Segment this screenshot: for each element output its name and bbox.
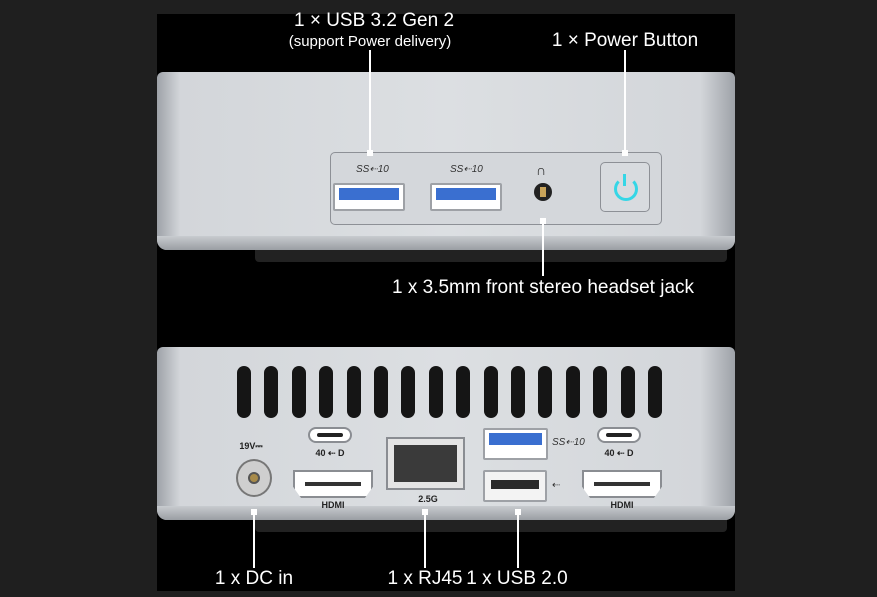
callout-headset-jack: 1 x 3.5mm front stereo headset jack xyxy=(391,277,695,298)
usb-3-2-port xyxy=(430,183,502,211)
vent-slot xyxy=(428,366,443,418)
hdmi-label-left: HDMI xyxy=(321,500,345,510)
vent-slot xyxy=(346,366,361,418)
usb-icon: ⇠ xyxy=(552,480,561,491)
vent-slot xyxy=(237,366,251,418)
usb-3-2-port-rear xyxy=(483,428,548,460)
vent-slot xyxy=(264,366,279,418)
callout-power: 1 × Power Button xyxy=(551,30,699,51)
usb-c-port-left xyxy=(308,427,352,443)
vent-slot xyxy=(565,366,580,418)
hdmi-label-right: HDMI xyxy=(610,500,634,510)
usb-ss-mark: SS⇠10 xyxy=(356,164,389,175)
vent-slot xyxy=(648,366,662,418)
usb-c-port-right xyxy=(597,427,641,443)
vent-slot xyxy=(511,366,525,418)
dc-in-jack xyxy=(236,459,272,497)
vent-slot xyxy=(374,366,388,418)
dc-voltage-mark: 19V⎓ xyxy=(239,441,263,451)
hdmi-port-right xyxy=(582,470,662,498)
usb-ss-mark: SS⇠10 xyxy=(450,164,483,175)
hdmi-port-left xyxy=(293,470,373,498)
vent-slot xyxy=(620,366,635,418)
callout-dc-in: 1 x DC in xyxy=(214,568,294,589)
vent-slot xyxy=(319,366,334,418)
headset-jack xyxy=(534,183,552,201)
vent-slot xyxy=(593,366,608,418)
callout-usb32-sub: (support Power delivery) xyxy=(288,33,452,50)
power-button[interactable] xyxy=(600,162,650,212)
usb-2-0-port xyxy=(483,470,547,502)
callout-usb2: 1 x USB 2.0 xyxy=(466,568,568,589)
vent-slot xyxy=(483,366,498,418)
vent-slot xyxy=(456,366,471,418)
front-device-foot xyxy=(255,246,727,262)
callout-rj45: 1 x RJ45 xyxy=(387,568,463,589)
usb-3-2-port-pd xyxy=(333,183,405,211)
usb-ss-mark-rear: SS⇠10 xyxy=(552,437,585,448)
vent-slot xyxy=(401,366,416,418)
rj45-speed-mark: 2.5G xyxy=(418,494,438,504)
callout-usb32: 1 × USB 3.2 Gen 2 xyxy=(293,10,455,31)
rj45-port xyxy=(386,437,465,490)
vent-slot xyxy=(291,366,306,418)
vent-slot xyxy=(538,366,553,418)
power-icon xyxy=(614,177,638,201)
usb-c-mark-right: 40 ⇠ D xyxy=(604,448,634,458)
headphone-icon: ∩ xyxy=(536,162,547,178)
usb-c-mark-left: 40 ⇠ D xyxy=(315,448,345,458)
rear-device-foot xyxy=(255,516,727,532)
